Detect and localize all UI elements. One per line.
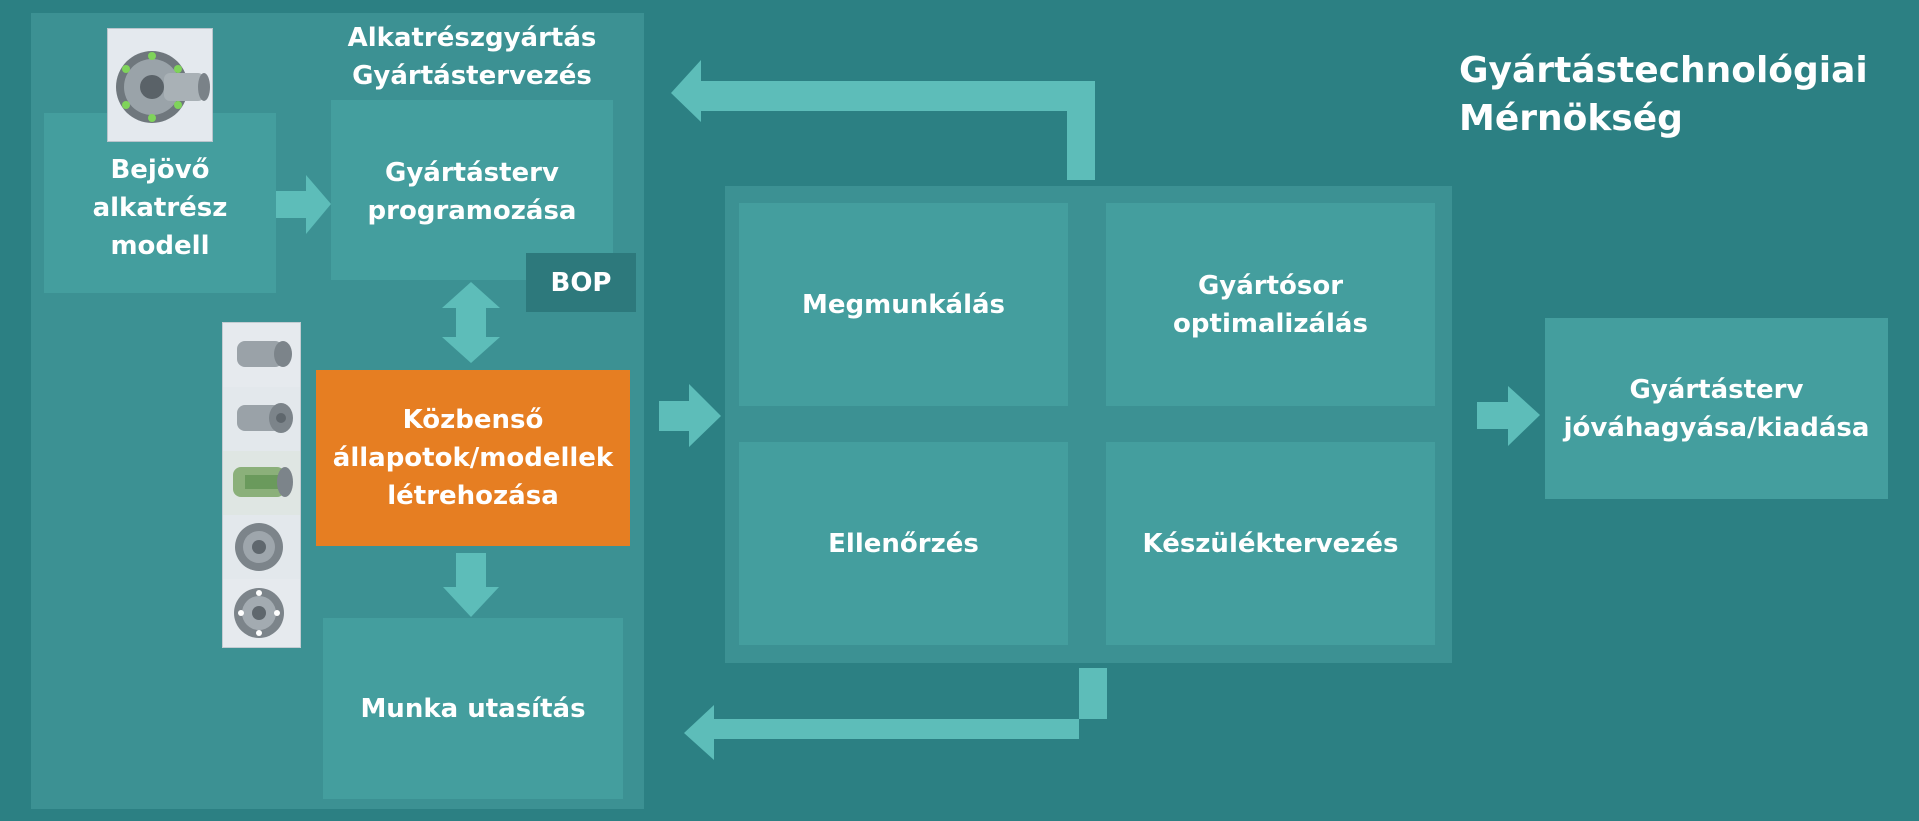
bop-label: BOP [550,267,612,298]
inspection-box: Ellenőrzés [739,442,1068,645]
line-optimization-box: Gyártósor optimalizálás [1106,203,1435,406]
production-plan-programming-label: Gyártásterv programozása [367,158,577,226]
work-instruction-label: Munka utasítás [360,693,586,724]
machining-label: Megmunkálás [802,289,1005,320]
arrow-intermediate-to-instruction [443,553,499,617]
main-title: Gyártástechnológiai Mérnökség [1459,50,1868,139]
production-plan-programming-box: Gyártásterv programozása [331,100,613,280]
return-arrow-bottom [684,668,1107,760]
planning-section-header: Alkatrészgyártás Gyártástervezés [347,23,597,91]
bop-tag: BOP [526,253,636,312]
incoming-part-model-box: Bejövő alkatrész modell [44,113,276,293]
arrow-model-to-program [276,175,331,234]
return-arrow-top [671,60,1095,180]
fixture-design-box: Készüléktervezés [1106,442,1435,645]
inspection-label: Ellenőrzés [828,528,979,559]
double-arrow-program-intermediate [442,282,500,363]
work-instruction-box: Munka utasítás [323,618,623,799]
plan-approval-label: Gyártásterv jóváhagyása/kiadása [1563,374,1870,443]
intermediate-states-label: Közbenső állapotok/modellek létrehozása [332,405,614,511]
arrow-to-approval [1477,386,1540,446]
incoming-part-model-label: Bejövő alkatrész modell [92,155,228,261]
line-optimization-label: Gyártósor optimalizálás [1173,270,1368,339]
intermediate-part-models-strip [222,322,301,648]
part-cad-model-icon [107,28,213,142]
arrow-to-grid [659,384,721,447]
fixture-design-label: Készüléktervezés [1142,528,1399,559]
plan-approval-box: Gyártásterv jóváhagyása/kiadása [1545,318,1888,499]
intermediate-states-box: Közbenső állapotok/modellek létrehozása [316,370,630,546]
machining-box: Megmunkálás [739,203,1068,406]
